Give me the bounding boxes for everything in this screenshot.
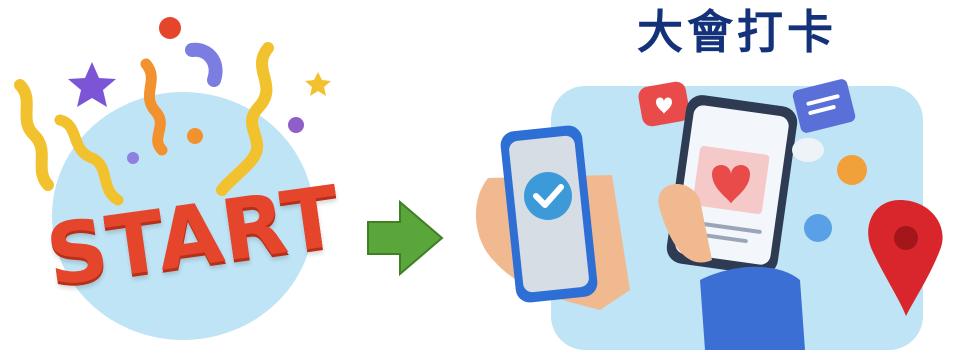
confetti-ribbon-icon (140, 58, 168, 156)
star-icon (305, 72, 331, 96)
right-hand (658, 183, 712, 263)
confetti-ribbon-icon (185, 42, 223, 87)
emoji (837, 155, 867, 185)
start-background-circle (52, 92, 314, 340)
heart-icon (656, 97, 672, 114)
confetti-ribbon-icon (216, 42, 274, 196)
sleeve (700, 266, 805, 350)
star-icon (68, 62, 116, 107)
confetti-ball (187, 128, 203, 144)
message-line (806, 94, 840, 106)
cup (792, 138, 824, 162)
confetti-ribbon-icon (54, 114, 124, 206)
location-pin-icon (868, 200, 943, 316)
location-pin-hole (894, 226, 918, 250)
post-text-line (702, 222, 762, 234)
check-icon (533, 184, 564, 208)
heart-icon (712, 165, 750, 204)
post-text-line (700, 232, 748, 244)
confetti-ball (159, 17, 181, 39)
message-bubble-icon (792, 79, 856, 133)
arrow-right-icon (367, 199, 444, 277)
message-line (808, 105, 836, 115)
confetti-ribbon-icon (14, 79, 54, 191)
confetti-ball (288, 117, 304, 133)
confetti-ball (127, 152, 139, 164)
page-title: 大會打卡 (637, 5, 837, 59)
chat-bubble (804, 214, 832, 242)
check-circle (524, 172, 572, 220)
